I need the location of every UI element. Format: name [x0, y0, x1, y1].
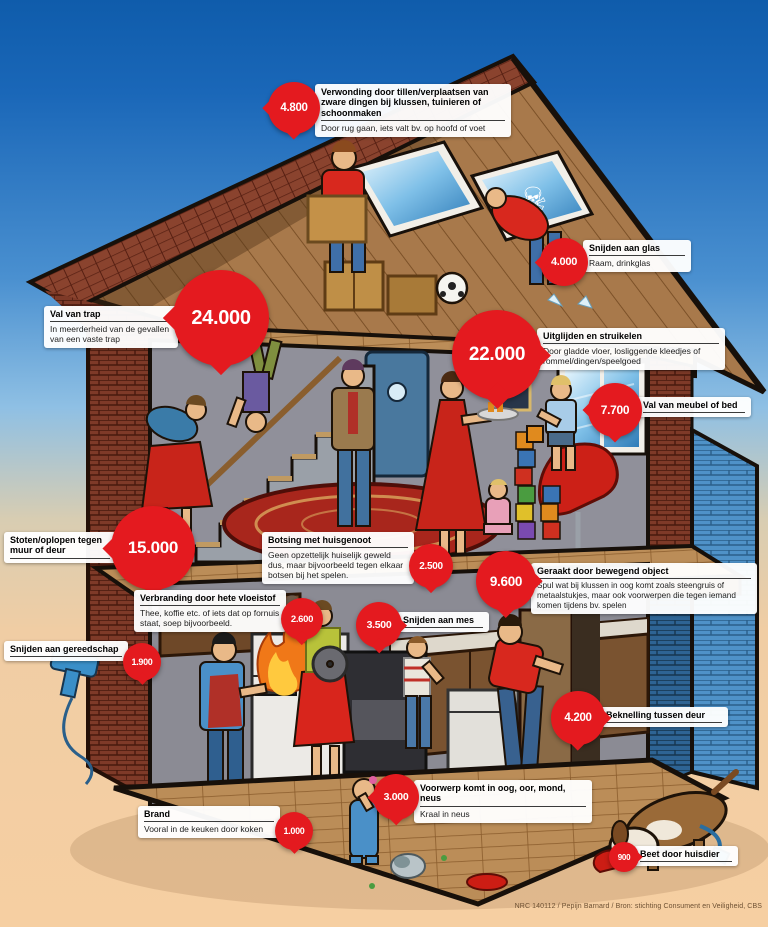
count-bubble: 3.500: [356, 602, 402, 648]
callout-verbranding: Verbranding door hete vloeistof Thee, ko…: [134, 590, 323, 640]
bottom-props: [369, 853, 508, 891]
callout-title: Verbranding door hete vloeistof: [140, 593, 280, 607]
callout-subtitle: In meerderheid van de gevallen van een v…: [50, 324, 170, 345]
callout-title: Brand: [144, 809, 274, 823]
count-bubble: 15.000: [111, 506, 195, 590]
callout-title: Botsing met huisgenoot: [268, 535, 408, 549]
callout-subtitle: Kraal in neus: [420, 808, 470, 819]
callout-title: Stoten/oplopen tegen muur of deur: [10, 535, 110, 559]
callout-label: Beknelling tussen deur: [600, 707, 728, 728]
callout-beet-huisdier: 900 Beet door huisdier: [609, 842, 738, 872]
callout-label: Verwonding door tillen/verplaatsen van z…: [315, 84, 511, 138]
count-bubble: 900: [609, 842, 639, 872]
callout-snijden-glas: 4.000 Snijden aan glas Raam, drinkglas: [540, 238, 691, 286]
skylight-window: [349, 140, 485, 238]
count-bubble: 3.000: [373, 774, 419, 820]
count-bubble: 2.600: [281, 598, 323, 640]
broken-glass-shards: [547, 293, 593, 309]
callout-title: Beknelling tussen deur: [606, 710, 722, 724]
count-bubble: 4.000: [540, 238, 588, 286]
figure-attic-man: [306, 140, 368, 273]
figure-falling-kid: [226, 334, 283, 433]
callout-subtitle: Thee, koffie etc. of iets dat op fornuis…: [140, 608, 280, 629]
callout-label: Uitglijden en struikelen Door gladde vlo…: [537, 328, 725, 371]
toy-blocks: [514, 431, 561, 540]
count-bubble: 24.000: [173, 270, 269, 366]
callout-tillen: 4.800 Verwonding door tillen/verplaatsen…: [268, 82, 511, 138]
callout-label: Snijden aan gereedschap: [4, 641, 128, 662]
callout-label: Geraakt door bewegend object Spul wat bi…: [531, 563, 757, 615]
callout-subtitle: Vooral in de keuken door koken: [144, 824, 264, 835]
callout-val-meubel: 7.700 Val van meubel of bed: [588, 383, 751, 437]
callout-uitglijden: 22.000 Uitglijden en struikelen Door gla…: [452, 310, 725, 400]
callout-title: Verwonding door tillen/verplaatsen van z…: [321, 87, 505, 122]
callout-botsing: Botsing met huisgenoot Geen opzettelijk …: [262, 532, 453, 588]
callout-title: Val van trap: [50, 309, 172, 323]
count-bubble: 22.000: [452, 310, 542, 400]
callout-subtitle: Geen opzettelijk huiselijk geweld dus, m…: [268, 550, 404, 581]
callout-label: Stoten/oplopen tegen muur of deur: [4, 532, 116, 563]
figure-dishwasher-boy: [403, 636, 445, 749]
callout-label: Verbranding door hete vloeistof Thee, ko…: [134, 590, 286, 633]
count-bubble: 2.500: [409, 544, 453, 588]
count-bubble: 7.700: [588, 383, 642, 437]
callout-title: Beet door huisdier: [640, 849, 732, 863]
figure-chair-boy: [526, 375, 577, 471]
callout-gereedschap: Snijden aan gereedschap 1.900: [4, 641, 161, 681]
callout-label: Brand Vooral in de keuken door koken: [138, 806, 280, 839]
red-dish: [466, 873, 508, 891]
figure-door-man: [488, 614, 565, 772]
figure-red-dress-woman: [414, 371, 519, 563]
figure-toddler-pink: [483, 478, 513, 535]
figure-standing-man: [331, 359, 375, 527]
soccer-ball: [435, 271, 469, 305]
stair-railing: [203, 355, 343, 489]
callout-label: Botsing met huisgenoot Geen opzettelijk …: [262, 532, 414, 585]
callout-snijden-mes: 3.500 Snijden aan mes: [356, 602, 489, 648]
callout-title: Snijden aan glas: [589, 243, 685, 257]
callout-subtitle: Door rug gaan, iets valt bv. op hoofd of…: [321, 123, 486, 134]
callout-voorwerp-oog: 3.000 Voorwerp komt in oog, oor, mond, n…: [373, 774, 592, 823]
count-bubble: 1.000: [275, 812, 313, 850]
callout-label: Val van trap In meerderheid van de geval…: [44, 306, 178, 349]
count-bubble: 1.900: [123, 643, 161, 681]
callout-title: Snijden aan gereedschap: [10, 644, 122, 658]
callout-title: Geraakt door bewegend object: [537, 566, 751, 580]
callout-subtitle: Spul wat bij klussen in oog komt zoals s…: [537, 581, 736, 610]
count-bubble: 4.800: [268, 82, 320, 134]
callout-label: Val van meubel of bed: [637, 397, 751, 418]
callout-title: Snijden aan mes: [403, 615, 483, 629]
callout-brand: Brand Vooral in de keuken door koken 1.0…: [138, 806, 313, 850]
callout-val-van-trap: Val van trap In meerderheid van de geval…: [44, 270, 269, 366]
callout-subtitle: Raam, drinkglas: [589, 258, 651, 269]
callout-title: Val van meubel of bed: [643, 400, 745, 414]
callout-beknelling: 4.200 Beknelling tussen deur: [551, 691, 728, 745]
count-bubble: 9.600: [476, 551, 536, 611]
callout-label: Snijden aan glas Raam, drinkglas: [583, 240, 691, 273]
callout-title: Uitglijden en struikelen: [543, 331, 719, 345]
callout-label: Snijden aan mes: [397, 612, 489, 633]
callout-stoten: Stoten/oplopen tegen muur of deur 15.000: [4, 506, 195, 590]
callout-label: Beet door huisdier: [634, 846, 738, 867]
callout-label: Voorwerp komt in oog, oor, mond, neus Kr…: [414, 780, 592, 823]
figure-kitchen-woman: [292, 600, 356, 781]
callout-bewegend-object: 9.600 Geraakt door bewegend object Spul …: [476, 551, 757, 615]
callout-title: Voorwerp komt in oog, oor, mond, neus: [420, 783, 586, 807]
count-bubble: 4.200: [551, 691, 605, 745]
credit-line: NRC 140112 / Pepijn Barnard / Bron: stic…: [514, 903, 762, 910]
callout-subtitle: Door gladde vloer, losliggende kleedjes …: [543, 346, 701, 367]
